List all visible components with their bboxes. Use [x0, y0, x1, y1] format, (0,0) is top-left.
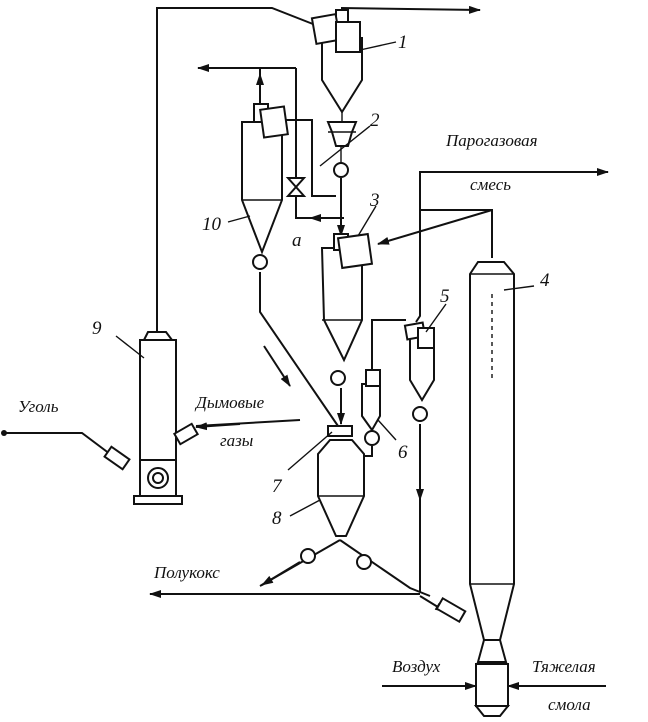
heater-9 [103, 331, 200, 505]
leader-lines [115, 41, 535, 517]
label-8: 8 [272, 508, 282, 529]
cyclone-10 [241, 103, 289, 270]
reactor-4 [469, 261, 515, 717]
label-7: 7 [272, 476, 283, 497]
label-4: 4 [540, 270, 550, 291]
label-heavy-tar-1: Тяжелая [532, 657, 596, 676]
discharge-left-arrow [261, 561, 301, 586]
label-flue-2: газы [220, 431, 253, 450]
label-3: 3 [369, 190, 380, 211]
cyclone-1 [310, 9, 363, 122]
reactor4-to-cyclone3 [419, 171, 608, 258]
flue-gas-arrow [195, 422, 241, 431]
label-air: Воздух [392, 657, 441, 676]
label-a: a [292, 230, 302, 251]
coal-feed [4, 432, 111, 455]
line-a [295, 68, 312, 219]
label-coal: Уголь [18, 397, 59, 416]
label-6: 6 [398, 442, 408, 463]
label-1: 1 [398, 32, 408, 53]
discharge-right [339, 539, 431, 597]
label-10: 10 [202, 214, 222, 235]
offgas-outlet [341, 5, 481, 14]
valve-a [285, 177, 307, 197]
mixer-7 [327, 425, 353, 437]
label-semicoke: Полукокс [153, 563, 220, 582]
coal-feed-start-dot [1, 430, 7, 436]
feed-to-cyclone10 [282, 119, 336, 197]
gas-line-9-to-1 [156, 7, 319, 332]
label-heavy-tar-2: смола [548, 695, 591, 714]
feed-to-cyclone5 [415, 210, 421, 323]
feed-to-cyclone3 [377, 209, 493, 245]
standpipe-10-7 [259, 272, 339, 427]
label-5: 5 [440, 286, 450, 307]
label-9: 9 [92, 318, 102, 339]
label-steam-gas-1: Парогазовая [445, 131, 538, 150]
cyclone-5 [403, 321, 435, 422]
cyclone5-inlet [371, 319, 406, 346]
label-2: 2 [370, 110, 380, 131]
collector-2 [326, 121, 358, 178]
label-steam-gas-2: смесь [470, 175, 511, 194]
return-nozzle [435, 596, 467, 624]
separator-8 [300, 439, 372, 570]
cyclone10-gas-outlet [198, 68, 296, 104]
cyclone6-to-8 [364, 446, 373, 457]
diag-arrow [263, 345, 291, 387]
cyclone-6 [361, 369, 381, 446]
label-flue-1: Дымовые [194, 393, 265, 412]
cyclone-3 [320, 232, 374, 386]
